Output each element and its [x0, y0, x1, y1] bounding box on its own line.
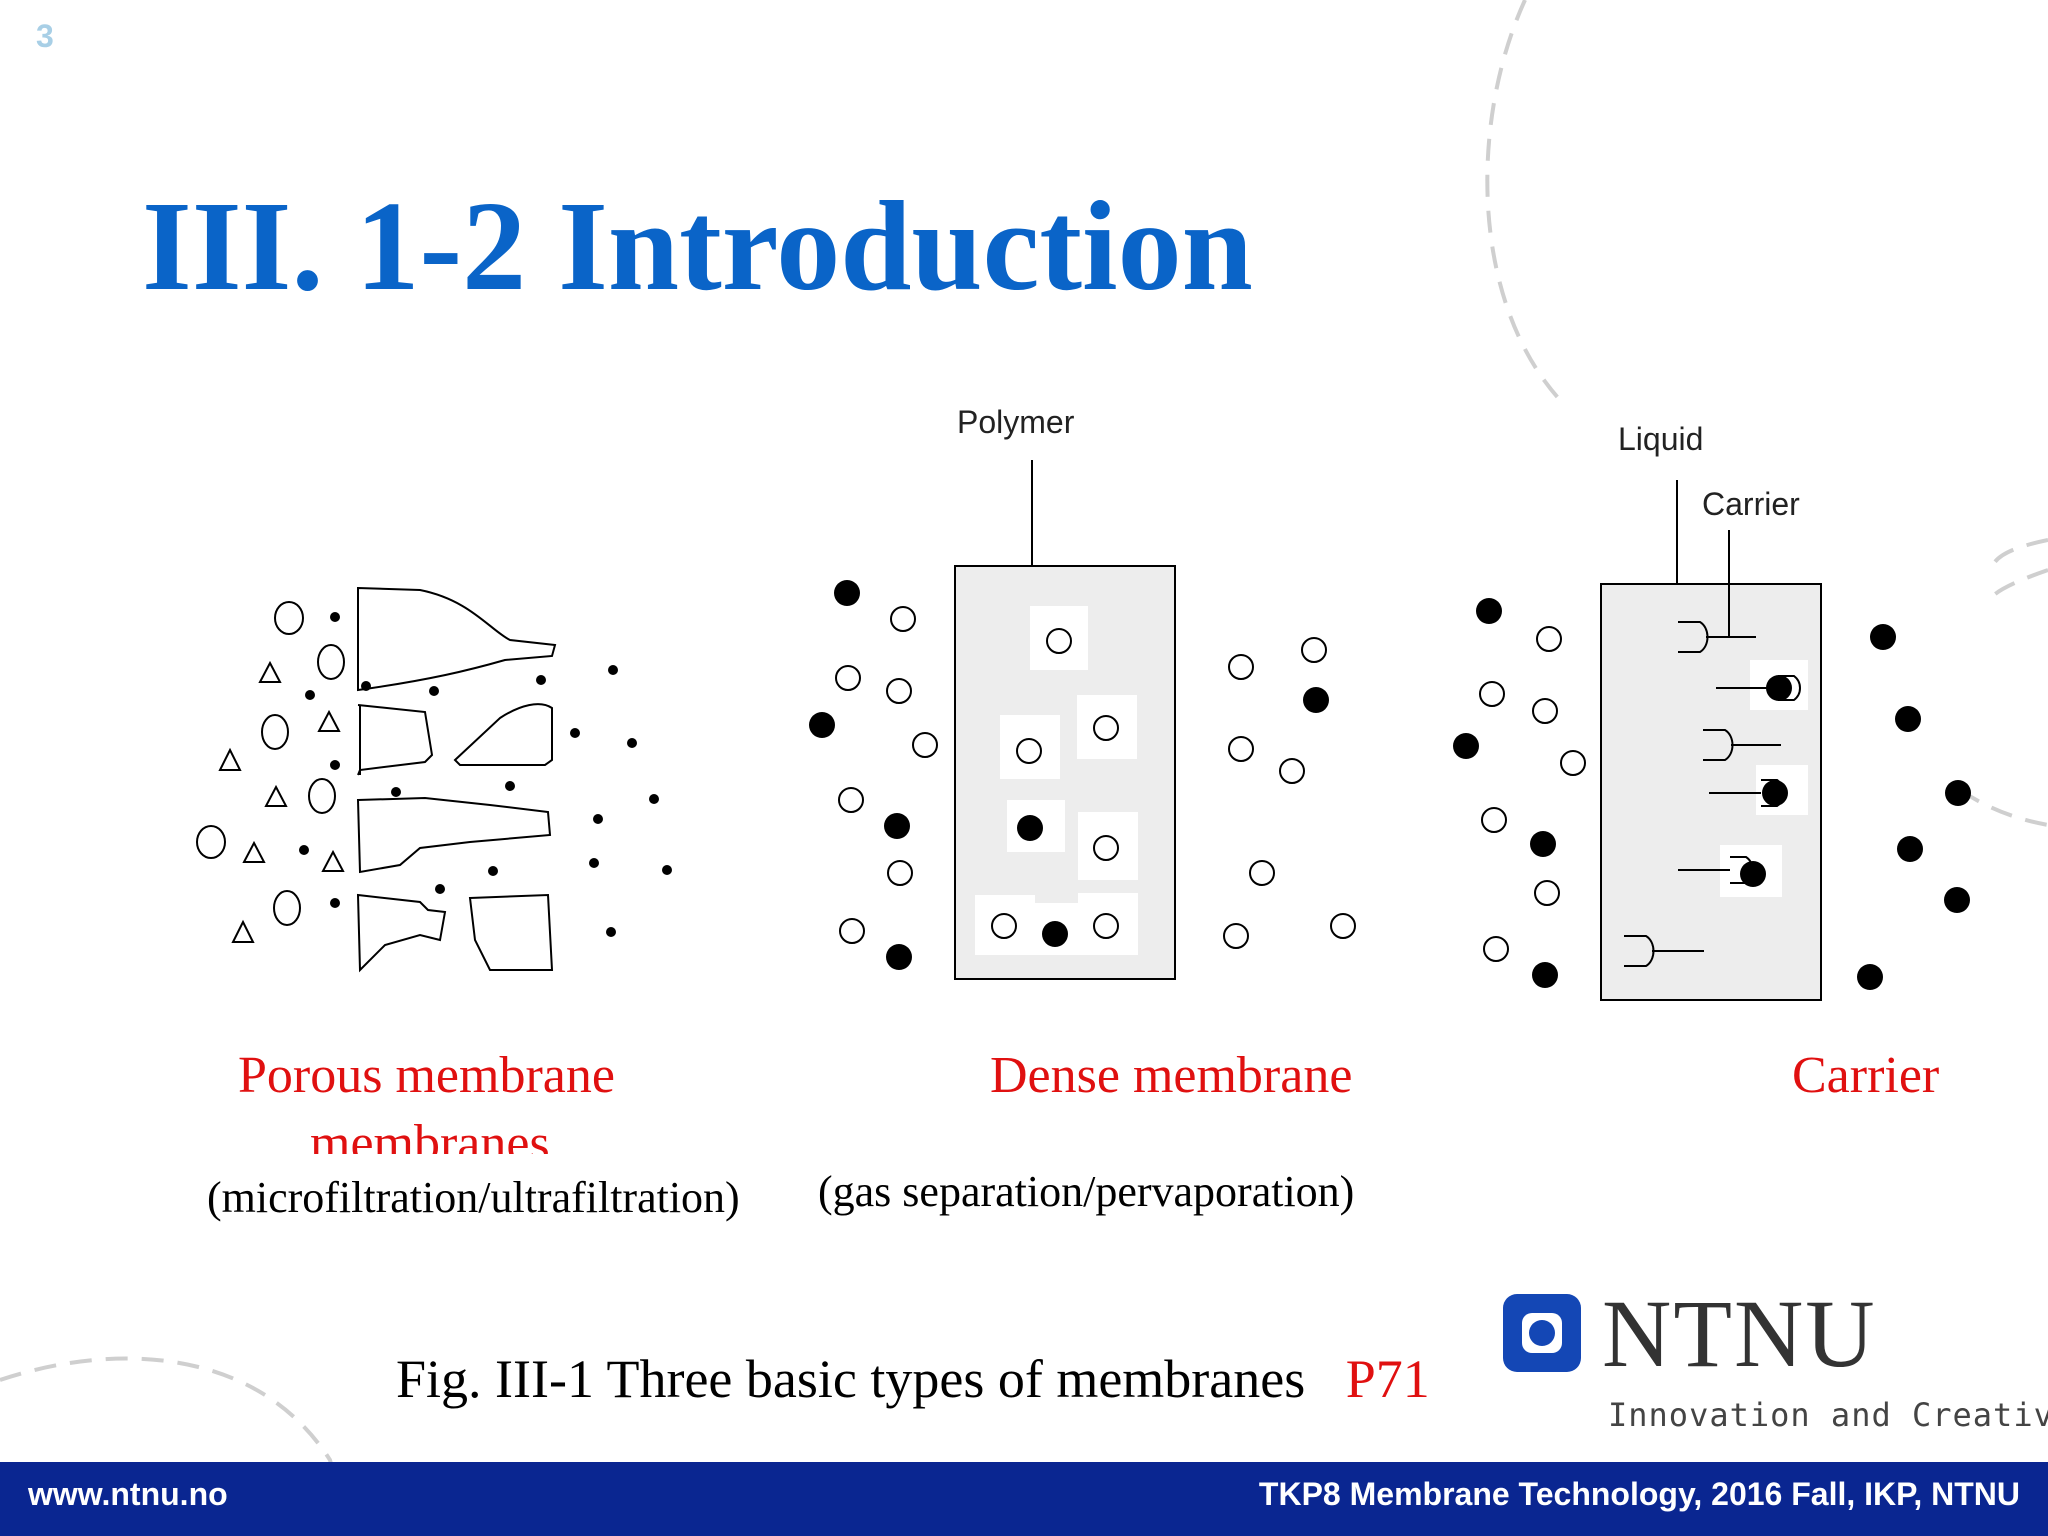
figure-caption: Fig. III-1 Three basic types of membrane…	[396, 1352, 1430, 1406]
porous-membrane-subcaption: (microfiltration/ultrafiltration)	[207, 1173, 740, 1222]
slide-title: III. 1-2 Introduction	[142, 175, 1253, 317]
polymer-label: Polymer	[957, 404, 1075, 440]
carrier-diagram-label: Carrier	[1702, 486, 1800, 522]
ntnu-logo-text: NTNU	[1602, 1280, 1877, 1387]
figure-page-ref: P71	[1345, 1349, 1430, 1409]
porous-overflow-clip: membranes	[310, 1118, 550, 1154]
dense-membrane-caption: Dense membrane	[990, 1047, 1353, 1104]
carrier-caption: Carrier	[1792, 1047, 1940, 1104]
porous-membrane-overflow-text: membranes	[310, 1118, 550, 1154]
footer-bar	[0, 1462, 2048, 1536]
footer-course-info: TKP8 Membrane Technology, 2016 Fall, IKP…	[1258, 1476, 2020, 1512]
figure-caption-text: Fig. III-1 Three basic types of membrane…	[396, 1349, 1306, 1409]
footer-url-link[interactable]: www.ntnu.no	[28, 1476, 228, 1512]
liquid-label: Liquid	[1618, 421, 1704, 457]
dense-membrane-subcaption: (gas separation/pervaporation)	[818, 1167, 1355, 1216]
porous-membrane-caption: Porous membrane	[238, 1047, 615, 1104]
slide-number: 3	[36, 18, 54, 54]
ntnu-tagline: Innovation and Creativity	[1608, 1396, 2048, 1434]
